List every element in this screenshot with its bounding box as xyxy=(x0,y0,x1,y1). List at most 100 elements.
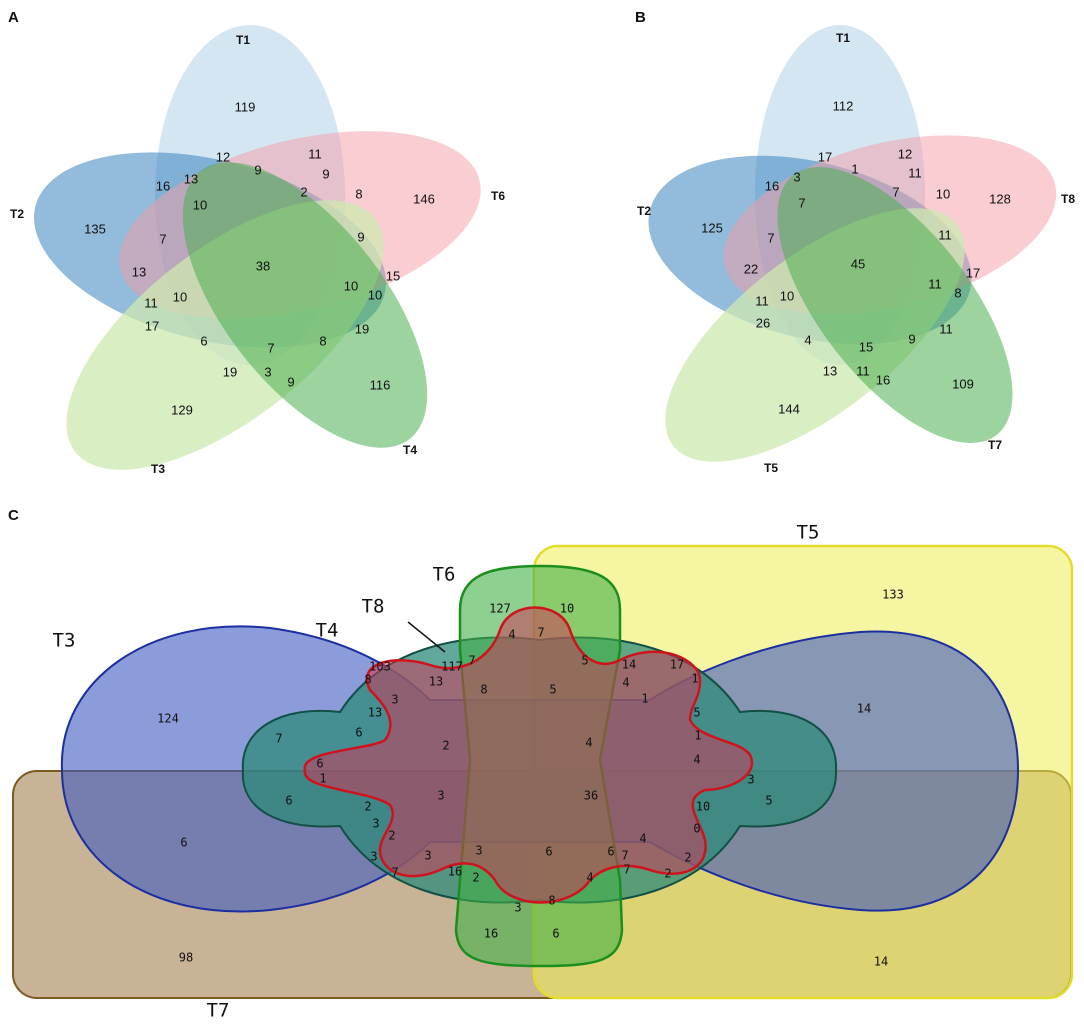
region-value: 11 xyxy=(144,295,158,310)
panel-b-region-values: 112 125 128 144 109 17 12 16 3 1 11 7 7 … xyxy=(701,98,1011,416)
set-a-label-5: T4 xyxy=(403,443,417,457)
region-value: 11 xyxy=(856,363,870,378)
region-value: 10 xyxy=(193,197,207,212)
region-value: 36 xyxy=(584,789,598,803)
region-value: 112 xyxy=(833,98,854,113)
region-value: 128 xyxy=(989,191,1011,206)
region-value: 10 xyxy=(780,288,794,303)
region-value: 11 xyxy=(939,321,953,336)
region-value: 1 xyxy=(691,672,698,686)
region-value: 4 xyxy=(585,736,592,750)
set-c-label-2: T6 xyxy=(433,564,456,586)
region-value: 5 xyxy=(581,654,588,668)
set-b-t7-ellipse xyxy=(777,167,1013,443)
region-value: 12 xyxy=(898,146,912,161)
region-value: 16 xyxy=(484,927,498,941)
region-value: 7 xyxy=(468,654,475,668)
region-value: 9 xyxy=(357,229,364,244)
region-value: 5 xyxy=(765,794,772,808)
region-value: 3 xyxy=(264,364,271,379)
region-value: 3 xyxy=(372,817,379,831)
region-value: 3 xyxy=(793,169,800,184)
set-a-label-3: T6 xyxy=(491,189,505,203)
panel-b: B T1 T2 T8 T5 T7 112 125 128 144 109 17 … xyxy=(635,9,1075,475)
region-value: 10 xyxy=(173,289,187,304)
region-value: 5 xyxy=(693,706,700,720)
set-c-label-3: T3 xyxy=(53,630,76,652)
region-value: 2 xyxy=(684,851,691,865)
region-value: 1 xyxy=(319,772,326,786)
region-value: 6 xyxy=(180,836,187,850)
region-value: 7 xyxy=(892,184,899,199)
region-value: 7 xyxy=(391,866,398,880)
set-b-label-5: T7 xyxy=(988,438,1002,452)
set-b-label-3: T8 xyxy=(1061,192,1075,206)
set-c-label-6: T7 xyxy=(207,1000,230,1022)
region-value: 2 xyxy=(388,829,395,843)
region-value: 7 xyxy=(275,732,282,746)
panel-a-region-values: 119 135 146 129 116 12 11 16 13 9 9 2 8 … xyxy=(84,99,435,417)
region-value: 8 xyxy=(364,673,371,687)
region-value: 45 xyxy=(851,256,865,271)
region-value: 16 xyxy=(876,372,890,387)
region-value: 4 xyxy=(804,332,811,347)
region-value: 38 xyxy=(256,258,270,273)
set-a-label-4: T3 xyxy=(151,462,165,476)
region-value: 3 xyxy=(424,849,431,863)
region-value: 3 xyxy=(747,773,754,787)
region-value: 13 xyxy=(184,171,198,186)
region-value: 1 xyxy=(694,729,701,743)
region-value: 13 xyxy=(429,675,443,689)
region-value: 13 xyxy=(823,363,837,378)
region-value: 8 xyxy=(355,186,362,201)
region-value: 6 xyxy=(607,845,614,859)
region-value: 7 xyxy=(537,626,544,640)
region-value: 16 xyxy=(448,865,462,879)
set-c-label-5: T4 xyxy=(316,620,339,642)
set-a-label-1: T1 xyxy=(236,33,250,47)
region-value: 14 xyxy=(874,955,888,969)
region-value: 133 xyxy=(882,588,904,602)
region-value: 6 xyxy=(285,794,292,808)
region-value: 11 xyxy=(928,276,942,291)
region-value: 6 xyxy=(355,726,362,740)
region-value: 10 xyxy=(936,186,950,201)
region-value: 4 xyxy=(586,871,593,885)
region-value: 124 xyxy=(157,712,179,726)
region-value: 8 xyxy=(954,285,961,300)
region-value: 116 xyxy=(370,377,391,392)
region-value: 4 xyxy=(693,753,700,767)
region-value: 3 xyxy=(391,693,398,707)
region-value: 119 xyxy=(235,99,256,114)
region-value: 1 xyxy=(851,161,858,176)
region-value: 98 xyxy=(179,951,193,965)
region-value: 0 xyxy=(693,822,700,836)
region-value: 7 xyxy=(798,195,805,210)
region-value: 7 xyxy=(267,340,274,355)
panel-c-label: C xyxy=(8,507,19,524)
region-value: 2 xyxy=(364,800,371,814)
region-value: 9 xyxy=(322,166,329,181)
region-value: 3 xyxy=(475,844,482,858)
region-value: 4 xyxy=(622,676,629,690)
region-value: 16 xyxy=(156,178,170,193)
region-value: 127 xyxy=(489,602,511,616)
set-b-label-1: T1 xyxy=(836,31,850,45)
region-value: 8 xyxy=(480,683,487,697)
region-value: 109 xyxy=(952,376,974,391)
region-value: 16 xyxy=(765,178,779,193)
region-value: 135 xyxy=(84,221,106,236)
region-value: 1 xyxy=(641,692,648,706)
region-value: 17 xyxy=(145,318,159,333)
region-value: 14 xyxy=(857,702,871,716)
region-value: 11 xyxy=(908,165,922,180)
region-value: 9 xyxy=(254,162,261,177)
region-value: 3 xyxy=(370,850,377,864)
region-value: 2 xyxy=(300,184,307,199)
region-value: 2 xyxy=(442,739,449,753)
region-value: 4 xyxy=(639,832,646,846)
set-c-t8-shape xyxy=(303,606,754,904)
region-value: 8 xyxy=(319,333,326,348)
region-value: 9 xyxy=(287,374,294,389)
region-value: 14 xyxy=(622,658,636,672)
